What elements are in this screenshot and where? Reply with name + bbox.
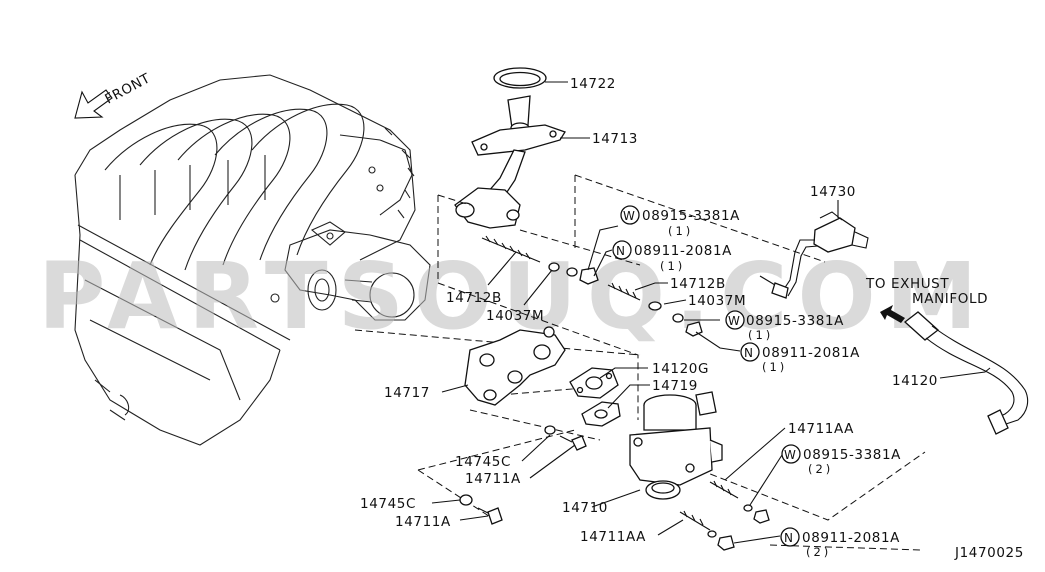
label-14713: 14713 — [592, 131, 638, 147]
label-nut-1: 08911-2081A — [634, 243, 732, 259]
label-washer-3-qty: (2) — [808, 462, 833, 476]
watermark-text: PARTSOUQ.COM — [38, 243, 987, 350]
label-washer-3: 08915-3381A — [803, 447, 901, 463]
part-14719-gasket — [581, 401, 621, 427]
label-14722: 14722 — [570, 76, 616, 92]
part-14710-air-control-valve — [629, 391, 723, 500]
label-14710: 14710 — [562, 500, 608, 516]
front-direction-indicator: FRONT — [74, 70, 153, 119]
washer-symbol-2: W — [725, 310, 745, 330]
label-nut-1-qty: (1) — [660, 259, 685, 273]
exhaust-direction-arrow-icon — [880, 305, 905, 323]
diagram-code: J1470025 — [954, 545, 1024, 561]
nut-symbol-letter: N — [784, 531, 793, 545]
washer-symbol-1: W — [620, 205, 640, 225]
nut-symbol-letter: N — [616, 244, 625, 258]
part-14711a-bolt-upper — [544, 425, 587, 451]
assembly-guide-dashes — [354, 174, 926, 551]
label-washer-2-qty: (1) — [748, 328, 773, 342]
label-14711a-upper: 14711A — [465, 471, 521, 487]
label-14745c-upper: 14745C — [455, 454, 511, 470]
label-14037m-left: 14037M — [486, 308, 544, 324]
part-14711a-bolt-lower — [459, 494, 503, 525]
label-14037m-right: 14037M — [688, 293, 746, 309]
front-arrow-icon — [74, 89, 113, 119]
nut-symbol-letter: N — [744, 346, 753, 360]
label-washer-1: 08915-3381A — [642, 208, 740, 224]
label-14120: 14120 — [892, 373, 938, 389]
label-14719: 14719 — [652, 378, 698, 394]
label-14712b-right: 14712B — [670, 276, 726, 292]
label-14120g: 14120G — [652, 361, 709, 377]
label-nut-3: 08911-2081A — [802, 530, 900, 546]
leader-lines — [431, 81, 991, 544]
label-14730: 14730 — [810, 184, 856, 200]
label-14711aa-upper: 14711AA — [788, 421, 854, 437]
label-14711aa-lower: 14711AA — [580, 529, 646, 545]
part-14120g-gasket — [569, 367, 619, 399]
label-nut-2-qty: (1) — [762, 360, 787, 374]
part-14712b-stud-right — [607, 282, 703, 337]
intake-manifold-drawing — [74, 74, 431, 446]
part-labels: 14722 14713 14730 08915-3381A (1) 08911-… — [360, 76, 1024, 561]
label-washer-1-qty: (1) — [668, 224, 693, 238]
part-14120-air-tube — [903, 311, 1029, 435]
part-14717-bracket — [464, 326, 566, 406]
washer-symbol-letter: W — [623, 209, 635, 223]
label-nut-2: 08911-2081A — [762, 345, 860, 361]
front-label: FRONT — [102, 70, 153, 107]
part-14711aa-studs — [679, 480, 770, 551]
nut-symbol-3: N — [780, 527, 800, 547]
part-14712b-stud-left — [481, 235, 599, 285]
part-14722-gasket — [493, 67, 547, 89]
label-nut-3-qty: (2) — [806, 545, 831, 559]
label-14717: 14717 — [384, 385, 430, 401]
label-manifold: MANIFOLD — [912, 291, 988, 307]
label-washer-2: 08915-3381A — [746, 313, 844, 329]
washer-symbol-letter: W — [784, 448, 796, 462]
part-14730-hose-connector — [759, 211, 869, 299]
nut-symbol-2: N — [740, 342, 760, 362]
label-to-exhaust: TO EXHUST — [865, 276, 949, 292]
washer-symbol-letter: W — [728, 314, 740, 328]
label-14711a-lower: 14711A — [395, 514, 451, 530]
label-14712b-left: 14712B — [446, 290, 502, 306]
nut-symbol-1: N — [612, 240, 632, 260]
washer-symbol-3: W — [781, 444, 801, 464]
label-14745c-lower: 14745C — [360, 496, 416, 512]
part-14713-air-pipe — [454, 95, 566, 229]
